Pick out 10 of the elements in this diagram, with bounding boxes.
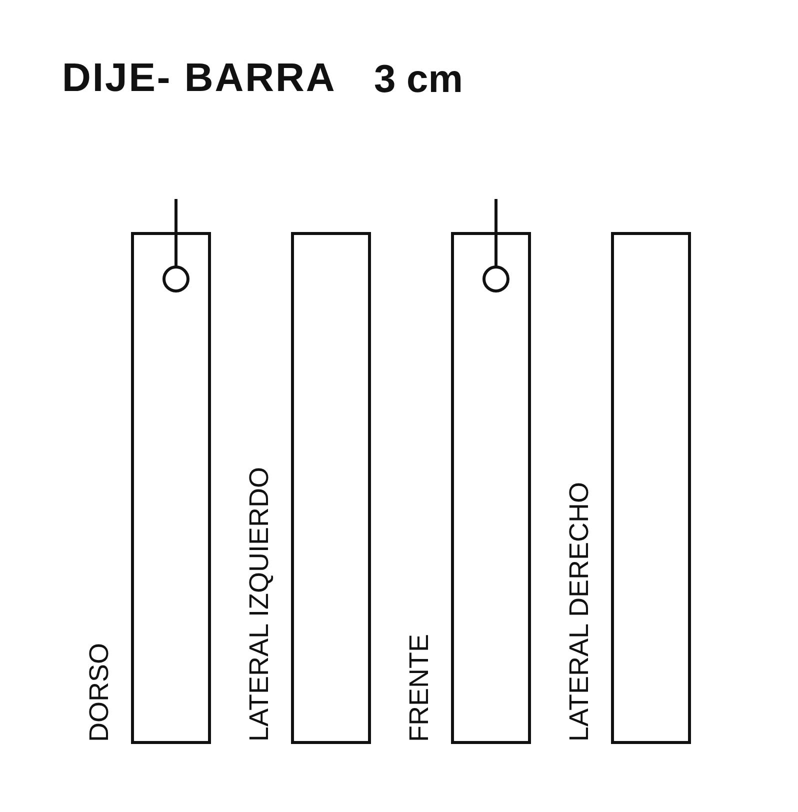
pendant-bar	[611, 232, 691, 744]
size-label: 3 cm	[374, 58, 463, 102]
side-label: FRENTE	[406, 634, 433, 742]
side-label: LATERAL IZQUIERDO	[246, 467, 273, 742]
side-label: DORSO	[86, 642, 113, 742]
title: DIJE- BARRA	[62, 56, 336, 101]
side-label: LATERAL DERECHO	[566, 482, 593, 742]
pendant-bar	[451, 232, 531, 744]
pendant-bar	[291, 232, 371, 744]
pendant-bar	[131, 232, 211, 744]
